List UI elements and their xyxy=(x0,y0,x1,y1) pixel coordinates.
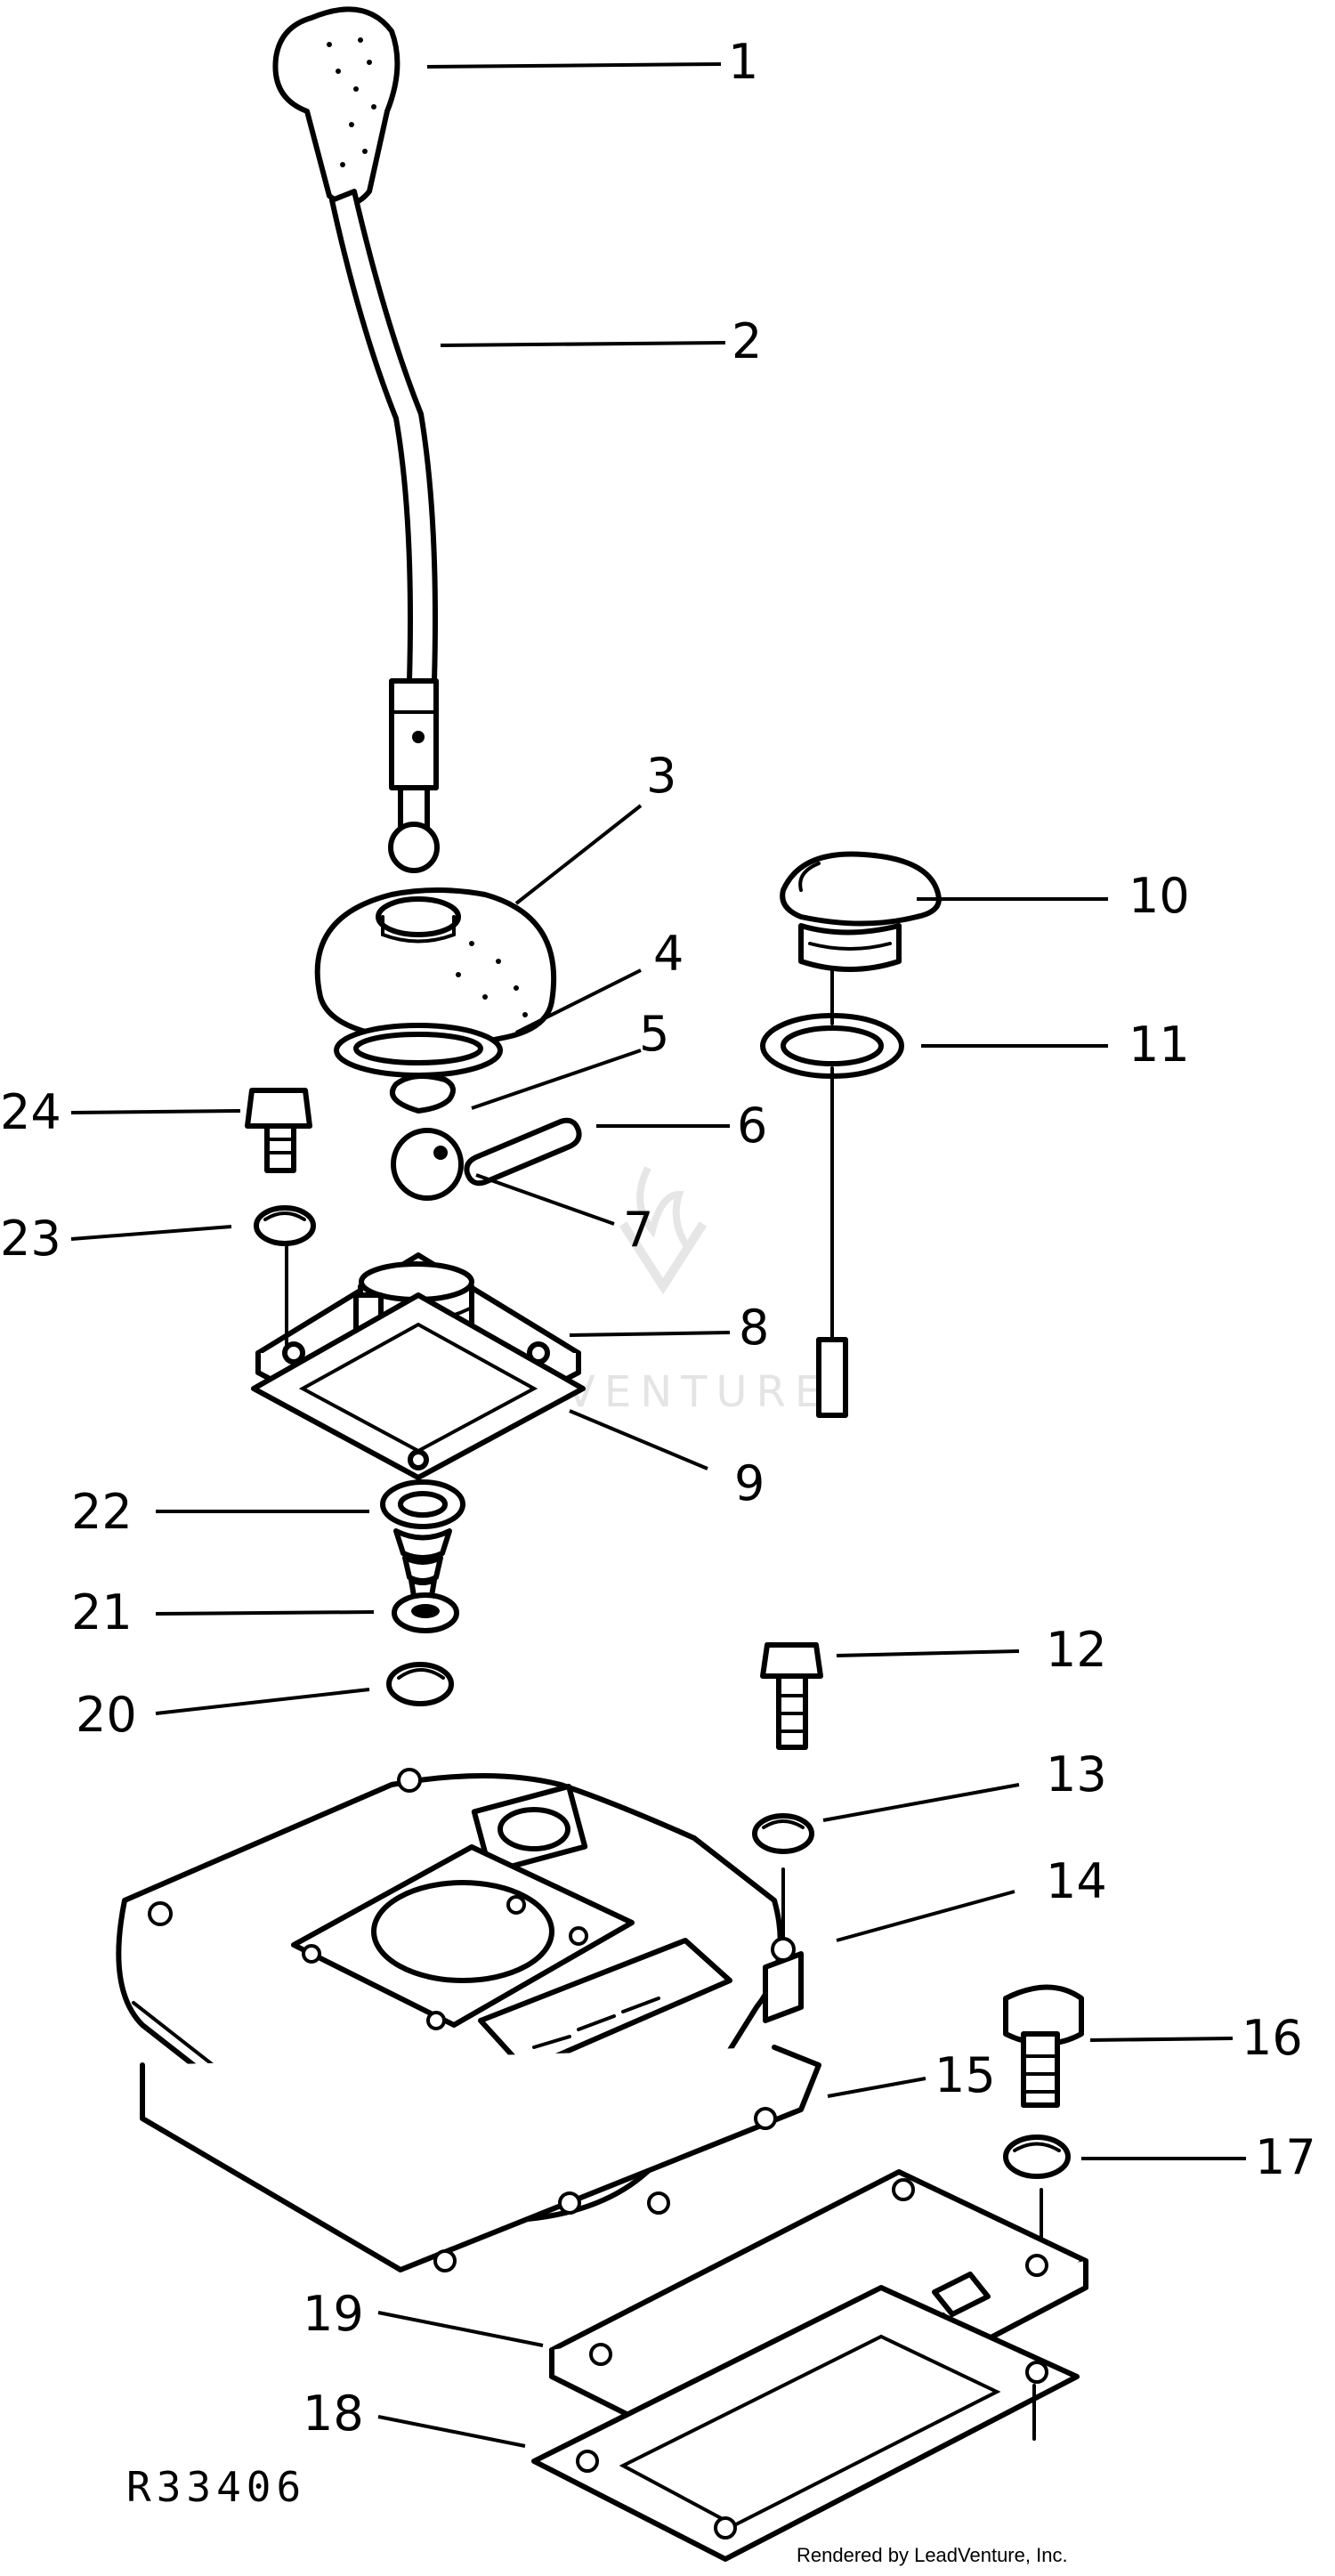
part-lock-washer-13 xyxy=(752,1813,814,1947)
callout-10: 10 xyxy=(1129,868,1190,924)
part-dipstick-cap xyxy=(780,851,942,972)
credit-text: Rendered by LeadVenture, Inc. xyxy=(797,2544,1068,2566)
callout-12: 12 xyxy=(1046,1622,1107,1678)
part-shift-lever xyxy=(329,189,440,873)
callout-19: 19 xyxy=(303,2286,364,2342)
callout-2: 2 xyxy=(732,313,762,369)
callout-23: 23 xyxy=(0,1211,61,1267)
callout-5: 5 xyxy=(639,1006,669,1062)
callout-13: 13 xyxy=(1046,1746,1107,1802)
callout-numbers: 1 2 3 4 5 6 7 8 9 10 11 12 13 14 15 16 1… xyxy=(0,34,1316,2442)
callout-14: 14 xyxy=(1046,1853,1107,1909)
callout-15: 15 xyxy=(934,2047,996,2103)
part-cover-gasket xyxy=(140,2045,821,2272)
callout-24: 24 xyxy=(0,1084,61,1140)
callout-16: 16 xyxy=(1242,2010,1303,2066)
part-washer-21 xyxy=(392,1592,459,1633)
part-ball xyxy=(391,1128,464,1201)
part-pin xyxy=(464,1117,582,1187)
callout-21: 21 xyxy=(71,1584,133,1640)
part-boot xyxy=(314,887,557,1047)
part-knob xyxy=(272,6,400,207)
part-plate-gasket xyxy=(531,2285,1080,2562)
part-lock-washer-20 xyxy=(386,1662,454,1706)
part-bolt-24 xyxy=(245,1088,312,1173)
callout-17: 17 xyxy=(1255,2129,1316,2185)
callout-6: 6 xyxy=(737,1098,767,1154)
callout-20: 20 xyxy=(76,1687,137,1743)
callout-1: 1 xyxy=(728,34,758,90)
part-dipstick-rod xyxy=(816,968,848,1418)
part-lock-washer-23 xyxy=(254,1205,316,1346)
part-spring-bushing xyxy=(380,1479,465,1601)
callout-11: 11 xyxy=(1129,1017,1190,1073)
reference-code: R33406 xyxy=(126,2463,306,2511)
callout-9: 9 xyxy=(734,1455,765,1511)
part-tower-gasket xyxy=(251,1292,586,1480)
leader-lines xyxy=(70,62,1246,2448)
callout-3: 3 xyxy=(646,748,676,804)
callout-7: 7 xyxy=(623,1202,653,1258)
part-bolt-12 xyxy=(760,1642,823,1750)
part-o-ring xyxy=(760,1013,904,1079)
part-bolt-16 xyxy=(1003,1984,1084,2108)
part-snap-ring xyxy=(389,1073,456,1114)
callout-18: 18 xyxy=(303,2386,364,2442)
part-retaining-ring xyxy=(334,1023,503,1078)
callout-4: 4 xyxy=(653,926,684,982)
callout-8: 8 xyxy=(739,1300,769,1356)
callout-22: 22 xyxy=(71,1484,133,1540)
